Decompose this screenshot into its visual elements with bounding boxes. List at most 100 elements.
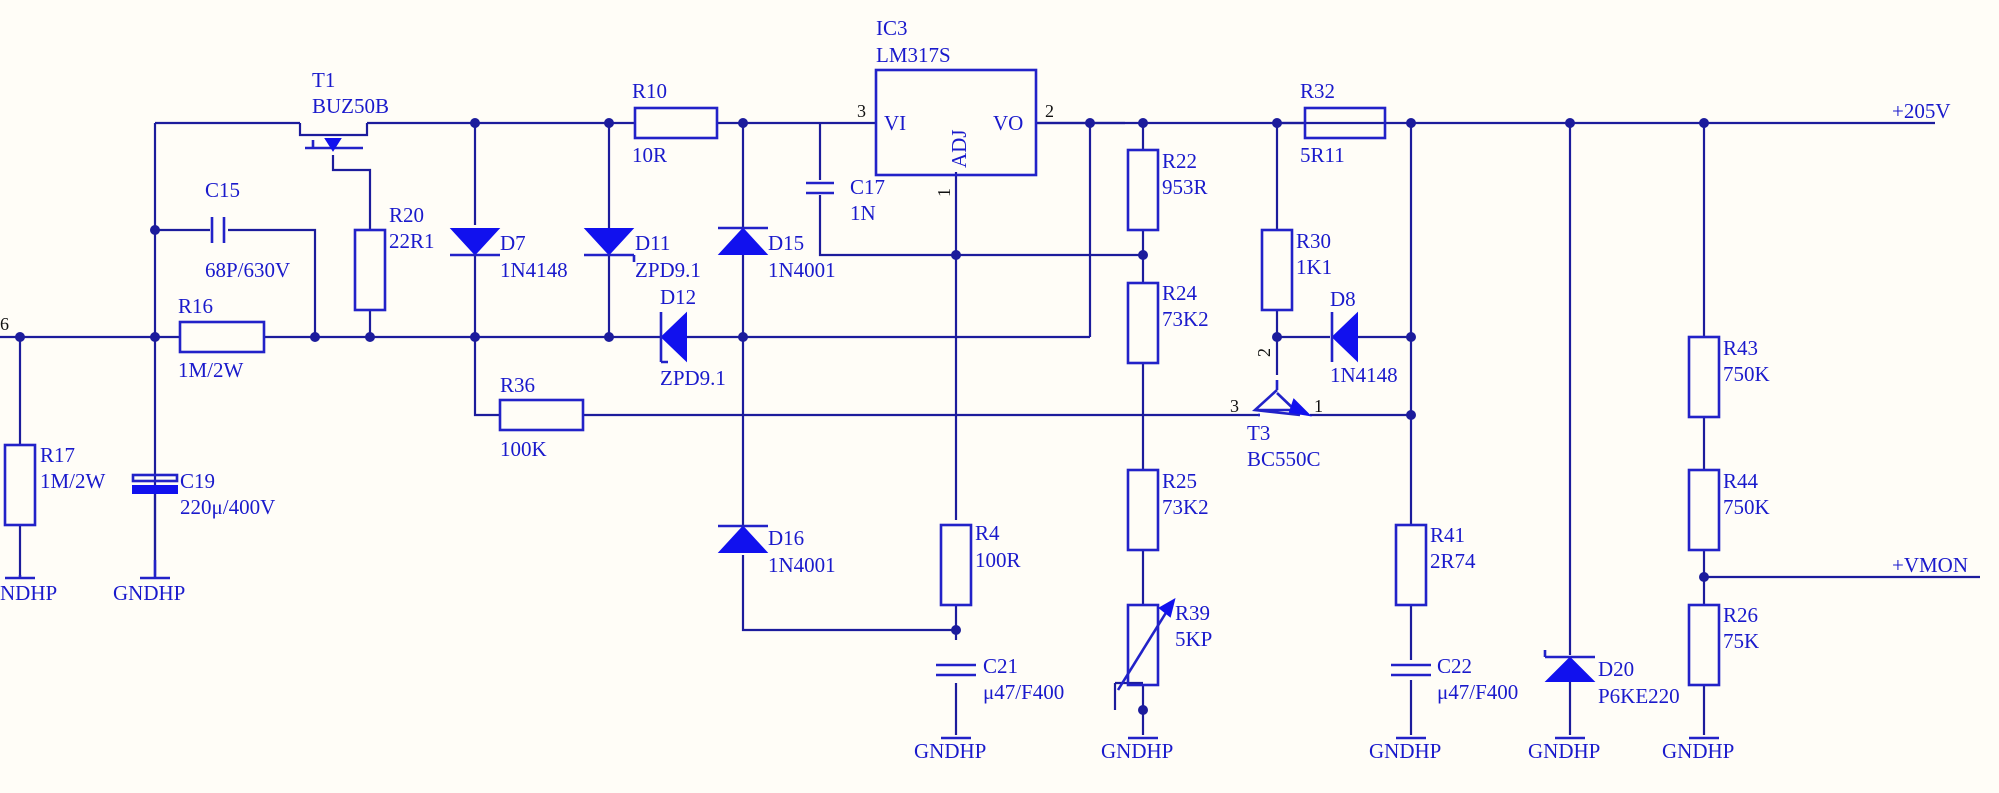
r24-value: 73K2 — [1162, 307, 1209, 331]
r16-ref: R16 — [178, 294, 213, 318]
ic3-adj-label: ADJ — [947, 129, 971, 168]
d16-ref: D16 — [768, 526, 804, 550]
r41-body — [1394, 523, 1428, 607]
r22-body — [1126, 148, 1160, 232]
c21-ref: C21 — [983, 654, 1018, 678]
r25-ref: R25 — [1162, 469, 1197, 493]
c22-ref: C22 — [1437, 654, 1472, 678]
ground-symbols — [5, 560, 1719, 740]
r36-value: 100K — [500, 437, 547, 461]
r39-body — [1126, 603, 1160, 687]
r25-body — [1126, 468, 1160, 552]
r17-ref: R17 — [40, 443, 75, 467]
d15-value: 1N4001 — [768, 258, 836, 282]
r43-value: 750K — [1723, 362, 1770, 386]
r44-ref: R44 — [1723, 469, 1759, 493]
t1-part: BUZ50B — [312, 94, 389, 118]
c17-ref: C17 — [850, 175, 885, 199]
t3-ref: T3 — [1247, 421, 1270, 445]
r24-body — [1126, 281, 1160, 365]
r36-body — [498, 398, 585, 432]
ic3-pin1: 1 — [934, 188, 954, 197]
d20-ref: D20 — [1598, 657, 1634, 681]
d11-value: ZPD9.1 — [635, 258, 701, 282]
c19-plate-bottom — [132, 485, 178, 494]
t3-pin1: 1 — [1314, 396, 1323, 416]
r44-value: 750K — [1723, 495, 1770, 519]
ic3-body — [874, 68, 1038, 177]
r17-value: 1M/2W — [40, 469, 106, 493]
wires — [0, 121, 1980, 735]
net-205v: +205V — [1892, 99, 1951, 123]
r43-ref: R43 — [1723, 336, 1758, 360]
d15-ref: D15 — [768, 231, 804, 255]
r41-value: 2R74 — [1430, 549, 1476, 573]
ground-label-d20: GNDHP — [1528, 739, 1600, 763]
c19-value: 220μ/400V — [180, 495, 275, 519]
ic3-part: LM317S — [876, 43, 951, 67]
r17-body — [3, 443, 37, 527]
c22-value: μ47/F400 — [1437, 680, 1518, 704]
r20-value: 22R1 — [389, 229, 435, 253]
d8-value: 1N4148 — [1330, 363, 1398, 387]
ic3-vo-label: VO — [993, 111, 1023, 135]
d8-ref: D8 — [1330, 287, 1356, 311]
r30-body — [1260, 228, 1294, 312]
c21-value: μ47/F400 — [983, 680, 1064, 704]
r16-body — [178, 320, 266, 354]
ground-label-c22: GNDHP — [1369, 739, 1441, 763]
d12-ref: D12 — [660, 285, 696, 309]
r43-body — [1687, 335, 1721, 419]
c19-ref: C19 — [180, 469, 215, 493]
r4-ref: R4 — [975, 521, 1000, 545]
r10-value: 10R — [632, 143, 667, 167]
r39-value: 5KP — [1175, 627, 1212, 651]
capacitor-plates — [210, 181, 1431, 677]
r39-ref: R39 — [1175, 601, 1210, 625]
r20-body — [353, 228, 387, 312]
r44-body — [1687, 468, 1721, 552]
r26-ref: R26 — [1723, 603, 1758, 627]
d12-value: ZPD9.1 — [660, 366, 726, 390]
r36-ref: R36 — [500, 373, 535, 397]
ground-label-c21: GNDHP — [914, 739, 986, 763]
c19-plate-top — [131, 473, 179, 483]
r25-value: 73K2 — [1162, 495, 1209, 519]
net-vmon: +VMON — [1892, 553, 1968, 577]
t3-pin3: 3 — [1230, 396, 1239, 416]
r26-body — [1687, 603, 1721, 687]
ground-label-c19: GNDHP — [113, 581, 185, 605]
diode-symbols — [449, 226, 1596, 682]
t3-pin2: 2 — [1254, 348, 1274, 357]
d16-value: 1N4001 — [768, 553, 836, 577]
ground-label-r17: NDHP — [0, 581, 57, 605]
t1-ref: T1 — [312, 68, 335, 92]
r22-ref: R22 — [1162, 149, 1197, 173]
ic3-vi-label: VI — [884, 111, 906, 135]
r30-value: 1K1 — [1296, 255, 1332, 279]
r39-wiper-arrow — [1116, 602, 1174, 691]
resistor-bodies — [3, 106, 1721, 687]
ic3-ref: IC3 — [876, 16, 908, 40]
r4-value: 100R — [975, 548, 1021, 572]
ground-label-r39: GNDHP — [1101, 739, 1173, 763]
r26-value: 75K — [1723, 629, 1759, 653]
d7-value: 1N4148 — [500, 258, 568, 282]
d11-ref: D11 — [635, 231, 670, 255]
t3-part: BC550C — [1247, 447, 1321, 471]
ground-label-r26: GNDHP — [1662, 739, 1734, 763]
r10-body — [633, 106, 719, 140]
junctions — [15, 118, 1709, 715]
t1-mosfet — [305, 138, 363, 152]
r41-ref: R41 — [1430, 523, 1465, 547]
r16-value: 1M/2W — [178, 358, 244, 382]
t3-npn — [1251, 380, 1312, 417]
ic3-pin2: 2 — [1045, 101, 1054, 121]
ic3-pin3: 3 — [857, 101, 866, 121]
c15-ref: C15 — [205, 178, 240, 202]
r30-ref: R30 — [1296, 229, 1331, 253]
r4-body — [939, 523, 973, 607]
r22-value: 953R — [1162, 175, 1208, 199]
r24-ref: R24 — [1162, 281, 1198, 305]
